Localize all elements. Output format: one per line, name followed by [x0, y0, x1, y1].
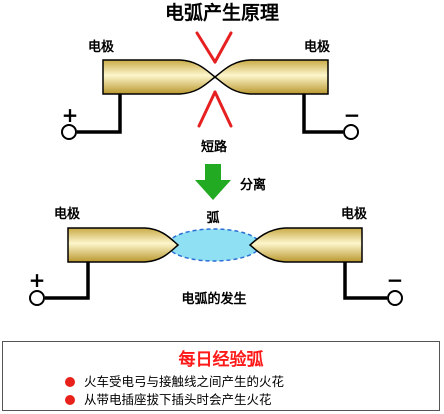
spark-icon: [197, 90, 233, 128]
arc-diagram: 电极 电极 弧 + − 电弧的发生: [29, 206, 404, 307]
down-arrow-icon: [195, 164, 231, 200]
terminal-icon: [61, 124, 77, 140]
separation-step: 分离: [195, 164, 266, 200]
right-electrode-label: 电极: [341, 206, 368, 222]
right-electrode-label: 电极: [304, 39, 331, 55]
arc-caption: 电弧的发生: [181, 291, 246, 307]
plus-sign: +: [62, 103, 79, 127]
bullet-dot-icon: [65, 377, 75, 387]
list-item-text: 从带电插座拔下插头时会产生火花: [84, 392, 272, 407]
right-wire: [302, 94, 343, 134]
left-electrode-label: 电极: [88, 39, 115, 55]
short-circuit-diagram: 电极 电极 + − 短路: [61, 31, 361, 155]
minus-sign: −: [387, 268, 404, 292]
daily-examples-title: 每日经验弧: [178, 350, 264, 370]
minus-sign: −: [344, 103, 361, 127]
left-electrode-label: 电极: [54, 206, 81, 222]
bullet-dot-icon: [65, 395, 75, 405]
left-wire: [45, 262, 90, 300]
list-item: 火车受电弓与接触线之间产生的火花: [65, 373, 284, 391]
right-electrode: [213, 59, 329, 95]
electric-arc: [167, 228, 261, 262]
right-electrode: [248, 227, 363, 263]
separation-label: 分离: [240, 177, 266, 193]
terminal-icon: [343, 124, 359, 140]
terminal-icon: [29, 290, 45, 306]
spark-icon: [195, 31, 233, 64]
terminal-icon: [387, 290, 403, 306]
left-electrode: [102, 59, 217, 95]
left-wire: [77, 94, 122, 134]
right-wire: [343, 262, 387, 300]
list-item: 从带电插座拔下插头时会产生火花: [65, 391, 272, 409]
arc-label: 弧: [206, 210, 219, 226]
daily-examples-box: 每日经验弧 火车受电弓与接触线之间产生的火花 从带电插座拔下插头时会产生火花: [2, 341, 440, 411]
plus-sign: +: [29, 268, 46, 292]
short-circuit-caption: 短路: [201, 139, 228, 155]
left-electrode: [67, 227, 180, 263]
list-item-text: 火车受电弓与接触线之间产生的火花: [84, 374, 285, 389]
page-title: 电弧产生原理: [165, 1, 279, 24]
